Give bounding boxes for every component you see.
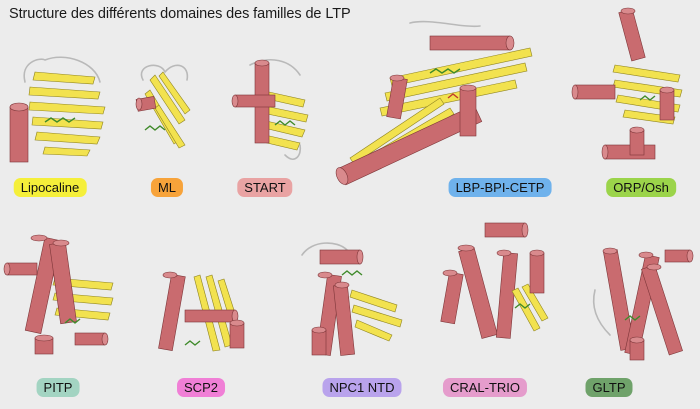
label-ml: ML xyxy=(150,178,184,197)
label-pitp: PITP xyxy=(36,378,80,397)
figure-title: Structure des différents domaines des fa… xyxy=(9,6,351,22)
structure-orp-osh xyxy=(570,5,695,170)
label-lipocaline: Lipocaline xyxy=(13,178,87,197)
label-start: START xyxy=(237,178,293,197)
label-cral-trio: CRAL-TRIO xyxy=(442,378,528,397)
structure-ml xyxy=(135,60,195,160)
structure-lipocaline xyxy=(5,52,115,170)
structure-pitp xyxy=(3,228,115,363)
label-npc1-ntd: NPC1 NTD xyxy=(322,378,402,397)
label-gltp: GLTP xyxy=(585,378,633,397)
label-lbp-bpi-cetp: LBP-BPI-CETP xyxy=(448,178,552,197)
structure-npc1-ntd xyxy=(292,235,412,365)
structure-scp2 xyxy=(150,265,250,360)
structure-cral-trio xyxy=(440,218,555,363)
structure-gltp xyxy=(590,240,695,365)
label-scp2: SCP2 xyxy=(177,378,225,397)
structure-start xyxy=(230,55,310,170)
structure-lbp-bpi-cetp xyxy=(330,18,550,186)
label-orp-osh: ORP/Osh xyxy=(606,178,676,197)
